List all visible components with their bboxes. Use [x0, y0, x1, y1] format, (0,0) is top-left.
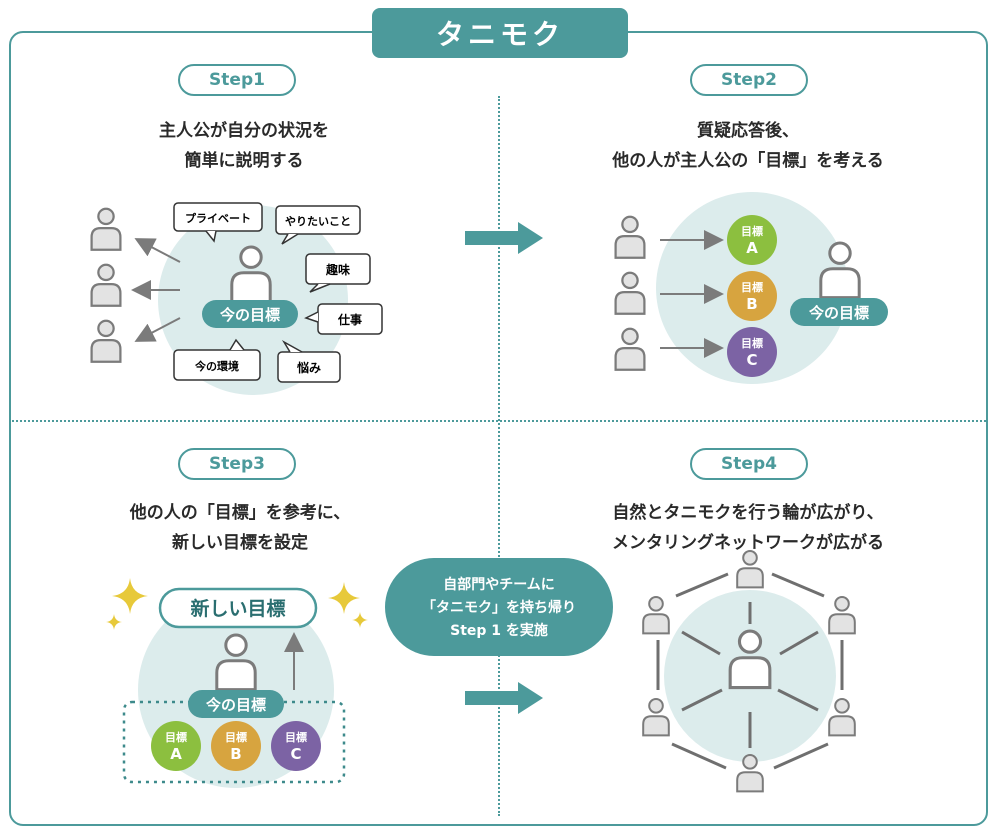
- svg-text:B: B: [230, 745, 241, 763]
- member-icon: [614, 271, 646, 315]
- svg-text:プライベート: プライベート: [185, 211, 251, 225]
- goal-c-badge: 目標 C: [271, 721, 321, 771]
- flow-arrow: [465, 682, 543, 714]
- goal-a-badge: 目標 A: [727, 215, 777, 265]
- step3-current-goal-badge: [188, 690, 284, 718]
- step1-scene: 今の目標 プライベート やりたいこと 趣味 仕事: [90, 202, 383, 395]
- speech-bubble: プライベート: [173, 202, 263, 243]
- svg-text:悩み: 悩み: [296, 360, 321, 375]
- page-title: タニモク: [372, 8, 628, 58]
- svg-text:目標: 目標: [741, 224, 763, 238]
- speech-bubble: 仕事: [304, 303, 383, 335]
- svg-text:自部門やチームに: 自部門やチームに: [443, 576, 555, 593]
- vertical-divider: [498, 96, 500, 816]
- sparkle-icon: [112, 578, 148, 614]
- network-links: [656, 572, 844, 770]
- network-member-icon: [828, 697, 856, 737]
- step3-scene: 新しい目標 今の目標 目標 A 目標 B 目標 C: [106, 578, 368, 788]
- center-callout: 自部門やチームに 「タニモク」を持ち帰り Step 1 を実施: [385, 558, 613, 656]
- member-icon: [614, 215, 646, 259]
- svg-text:やりたいこと: やりたいこと: [285, 215, 351, 228]
- step1-desc-line1: 主人公が自分の状況を: [159, 121, 329, 141]
- step4-desc-line1: 自然とタニモクを行う輪が広がり、: [612, 503, 884, 523]
- svg-text:目標: 目標: [741, 336, 763, 350]
- svg-text:趣味: 趣味: [325, 262, 350, 277]
- step2-label: Step2: [690, 64, 808, 96]
- arrow-to-listener: [134, 238, 181, 263]
- step2-desc-line2: 他の人が主人公の「目標」を考える: [612, 151, 884, 171]
- listener-icon: [90, 263, 122, 307]
- step3-current-goal-text: 今の目標: [205, 696, 266, 714]
- speech-bubble: やりたいこと: [275, 205, 361, 245]
- arrow-to-listener: [134, 317, 181, 342]
- svg-text:「タニモク」を持ち帰り: 「タニモク」を持ち帰り: [422, 599, 576, 616]
- network-member-icon: [642, 595, 670, 635]
- step3-desc-line1: 他の人の「目標」を参考に、: [129, 503, 351, 523]
- step1-label: Step1: [178, 64, 296, 96]
- network-member-icon: [736, 549, 764, 589]
- step4-desc-line2: メンタリングネットワークが広がる: [612, 533, 884, 553]
- svg-text:目標: 目標: [225, 730, 247, 744]
- step2-description: 質疑応答後、 他の人が主人公の「目標」を考える: [528, 116, 968, 176]
- speech-bubble: 趣味: [305, 253, 371, 293]
- goals-group-frame: [122, 700, 346, 784]
- step1-desc-line2: 簡単に説明する: [184, 151, 304, 171]
- step2-scene: 目標 A 目標 B 目標 C 今の目標: [614, 192, 888, 384]
- step2-current-goal-text: 今の目標: [808, 304, 869, 322]
- goal-b-badge: 目標 B: [727, 271, 777, 321]
- network-member-icon: [642, 697, 670, 737]
- svg-text:今の環境: 今の環境: [194, 359, 239, 373]
- svg-text:A: A: [170, 745, 182, 763]
- step1-description: 主人公が自分の状況を 簡単に説明する: [24, 116, 464, 176]
- svg-text:Step 1 を実施: Step 1 を実施: [450, 622, 548, 639]
- svg-text:A: A: [746, 239, 758, 257]
- new-goal-badge: [158, 587, 318, 629]
- goal-b-badge: 目標 B: [211, 721, 261, 771]
- sparkle-icon: [106, 614, 122, 630]
- step3-description: 他の人の「目標」を参考に、 新しい目標を設定: [20, 498, 460, 558]
- speech-bubble: 悩み: [277, 339, 341, 383]
- step2-current-goal-badge: [790, 298, 888, 326]
- svg-text:仕事: 仕事: [337, 312, 362, 327]
- sparkle-icon: [328, 582, 360, 614]
- step3-label: Step3: [178, 448, 296, 480]
- sparkle-icon: [352, 612, 368, 628]
- step1-current-goal-text: 今の目標: [219, 306, 280, 324]
- svg-text:C: C: [290, 745, 301, 763]
- step4-label: Step4: [690, 448, 808, 480]
- member-icon: [614, 327, 646, 371]
- step4-description: 自然とタニモクを行う輪が広がり、 メンタリングネットワークが広がる: [528, 498, 968, 558]
- horizontal-divider: [12, 420, 986, 422]
- network-member-icon: [828, 595, 856, 635]
- step3-desc-line2: 新しい目標を設定: [172, 533, 308, 553]
- flow-arrow: [465, 222, 543, 254]
- goal-c-badge: 目標 C: [727, 327, 777, 377]
- step2-desc-line1: 質疑応答後、: [697, 121, 799, 141]
- svg-text:目標: 目標: [741, 280, 763, 294]
- new-goal-text: 新しい目標: [190, 597, 285, 620]
- svg-text:目標: 目標: [285, 730, 307, 744]
- svg-text:目標: 目標: [165, 730, 187, 744]
- listener-icon: [90, 319, 122, 363]
- goal-a-badge: 目標 A: [151, 721, 201, 771]
- speech-bubble: 今の環境: [173, 338, 261, 381]
- step1-current-goal-badge: [202, 300, 298, 328]
- svg-text:C: C: [746, 351, 757, 369]
- step4-scene: [642, 549, 856, 793]
- svg-text:B: B: [746, 295, 757, 313]
- listener-icon: [90, 207, 122, 251]
